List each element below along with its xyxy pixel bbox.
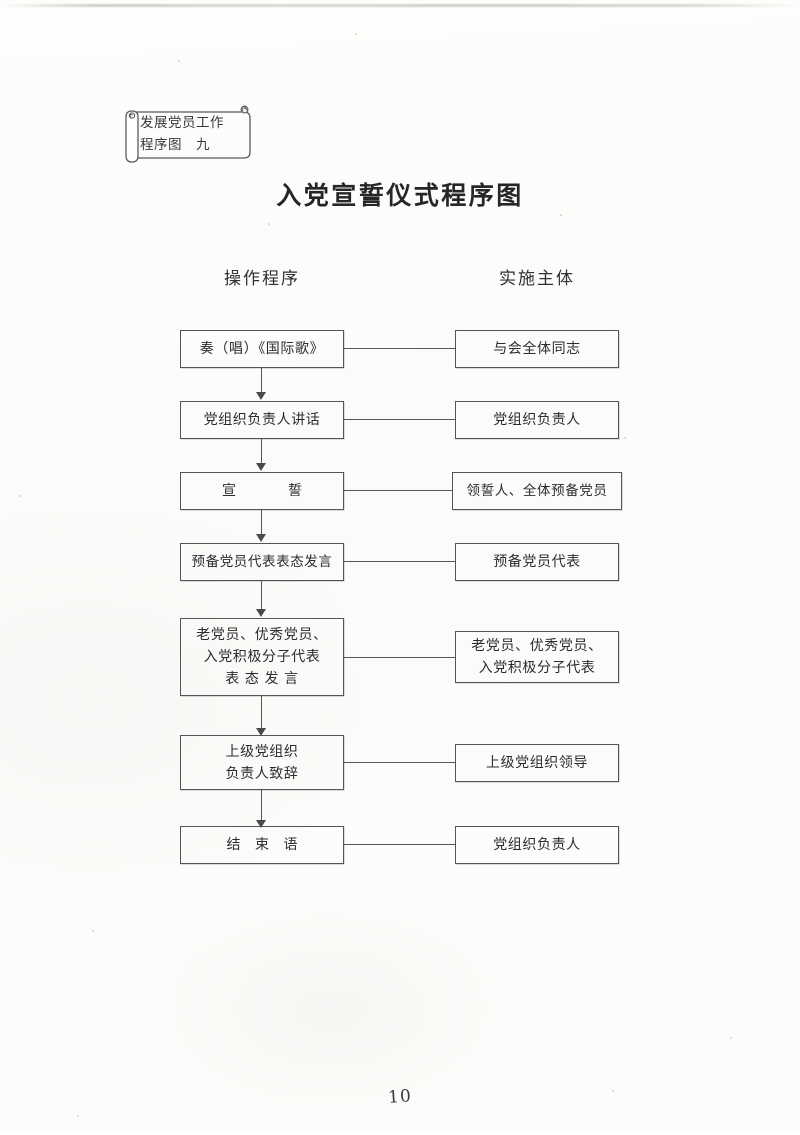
column-header-procedure: 操作程序 [224,269,300,289]
scan-speck [624,437,626,439]
procedure-box-6[interactable]: 上级党组织 负责人致辞 [180,735,344,790]
flow-line-6-7 [261,790,263,822]
procedure-box-3[interactable]: 宣 誓 [180,472,344,510]
scan-speck [612,1090,614,1092]
scroll-banner: 发展党员工作 程序图 九 [118,104,256,166]
column-header-actor: 实施主体 [499,269,575,289]
actor-box-2[interactable]: 党组织负责人 [455,401,619,439]
scan-speck [178,60,180,62]
scroll-banner-shape [125,105,251,163]
link-line-3 [344,490,452,492]
scan-speck [77,1115,79,1117]
flow-line-1-2 [261,368,263,394]
procedure-box-7[interactable]: 结 束 语 [180,826,344,864]
scan-speck [268,223,270,225]
link-line-4 [344,561,455,563]
scan-speck [355,33,357,35]
scan-speck [92,930,94,932]
actor-box-3[interactable]: 领誓人、全体预备党员 [452,472,622,510]
procedure-box-5[interactable]: 老党员、优秀党员、 入党积极分子代表 表 态 发 言 [180,618,344,696]
scan-speck [730,1037,732,1039]
page-title: 入党宣誓仪式程序图 [276,181,524,210]
scan-edge-artifact [0,4,800,7]
flow-line-2-3 [261,439,263,465]
flow-arrow-3-4 [256,534,266,542]
banner-line-2: 程序图 九 [140,137,210,153]
link-line-5 [344,657,455,659]
actor-box-5[interactable]: 老党员、优秀党员、 入党积极分子代表 [455,631,619,683]
flow-line-3-4 [261,510,263,536]
scan-speck [560,214,562,216]
scan-speck [19,495,21,497]
actor-box-1[interactable]: 与会全体同志 [455,330,619,368]
actor-box-6[interactable]: 上级党组织领导 [455,744,619,782]
flow-arrow-1-2 [256,392,266,400]
procedure-box-1[interactable]: 奏（唱）《国际歌》 [180,330,344,368]
flow-arrow-4-5 [256,609,266,617]
flow-arrow-2-3 [256,463,266,471]
flow-line-5-6 [261,696,263,730]
actor-box-4[interactable]: 预备党员代表 [455,543,619,581]
link-line-2 [344,419,455,421]
flow-line-4-5 [261,581,263,611]
flow-arrow-6-7 [256,820,266,828]
flow-arrow-5-6 [256,728,266,736]
link-line-1 [344,348,455,350]
procedure-box-2[interactable]: 党组织负责人讲话 [180,401,344,439]
link-line-6 [344,762,455,764]
procedure-box-4[interactable]: 预备党员代表表态发言 [180,543,344,581]
link-line-7 [344,844,455,846]
actor-box-7[interactable]: 党组织负责人 [455,826,619,864]
banner-line-1: 发展党员工作 [140,115,224,131]
